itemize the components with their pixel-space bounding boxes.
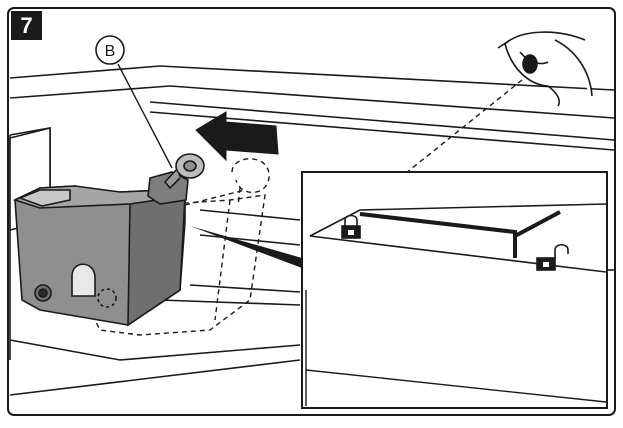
device-indicator bbox=[71, 263, 96, 297]
sight-line bbox=[339, 79, 523, 227]
device-lid bbox=[17, 189, 71, 207]
inset-frame bbox=[301, 171, 608, 409]
inset-slot-line bbox=[359, 212, 517, 258]
zoom-pointer bbox=[190, 226, 302, 268]
detail-inset bbox=[301, 171, 608, 409]
device-clamp bbox=[147, 171, 189, 205]
eye-icon bbox=[497, 31, 593, 107]
device-unit bbox=[12, 171, 189, 327]
callout-circle bbox=[95, 35, 125, 65]
background-rails bbox=[9, 65, 615, 396]
arrow-left-icon bbox=[195, 111, 279, 162]
device-dashed-dial bbox=[97, 288, 117, 308]
lock-open-icon bbox=[536, 243, 569, 271]
key-icon bbox=[163, 153, 205, 190]
lock-closed-icon bbox=[341, 214, 361, 239]
callout-label: B bbox=[105, 43, 116, 60]
callout-leader bbox=[117, 63, 173, 169]
step-number-badge: 7 bbox=[11, 11, 42, 40]
